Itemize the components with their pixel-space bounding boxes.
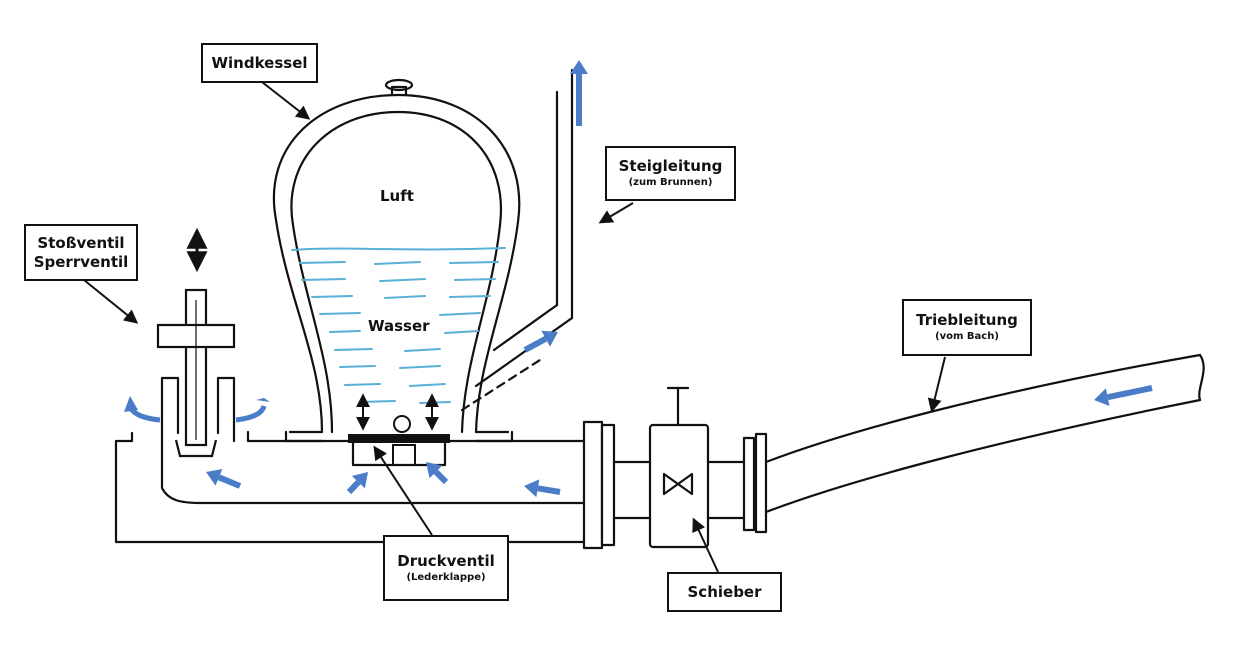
flow-arrow-head: [124, 396, 138, 412]
label-wasser: Wasser: [368, 317, 430, 335]
druckventil-valve: [348, 415, 450, 466]
flow-arrow-head: [570, 60, 588, 74]
label-luft: Luft: [380, 187, 414, 205]
flow-arrow-shaft: [537, 485, 561, 495]
druckventil-label: Druckventil: [397, 551, 495, 570]
windkessel-label: Windkessel: [211, 53, 308, 72]
flow-arrow-shaft: [1107, 385, 1153, 401]
steigleitung-pipe: [460, 68, 574, 412]
flow-arrow-head: [1094, 388, 1110, 406]
stossventil-label: Stoßventil: [37, 233, 125, 252]
steigleitung-sublabel: (zum Brunnen): [628, 177, 713, 188]
label-windkessel: Windkessel: [201, 43, 318, 83]
steigleitung-label: Steigleitung: [618, 157, 723, 175]
windkessel-vessel: [272, 78, 521, 443]
label-druckventil: Druckventil (Lederklappe): [383, 535, 509, 601]
flow-arrow-head: [524, 479, 540, 498]
flow-arrow-head: [206, 469, 223, 486]
flow-arrows: [124, 60, 1153, 498]
water-lines: [291, 247, 506, 404]
label-stossventil: Stoßventil Sperrventil: [24, 224, 138, 281]
label-triebleitung: Triebleitung (vom Bach): [902, 299, 1032, 356]
druckventil-sublabel: (Lederklappe): [406, 571, 486, 583]
main-pipe: [114, 353, 1205, 550]
triebleitung-sublabel: (vom Bach): [935, 331, 999, 342]
flow-arrow-shaft: [346, 480, 361, 495]
sperrventil-label: Sperrventil: [33, 252, 129, 271]
stossventil-valve: [156, 288, 236, 458]
flow-arrow-shaft: [433, 469, 449, 485]
motion-arrows: [186, 227, 439, 431]
flow-arrow-shaft: [523, 336, 548, 353]
label-steigleitung: Steigleitung (zum Brunnen): [605, 146, 736, 201]
schieber-label: Schieber: [687, 582, 762, 601]
flow-arrow-head: [541, 330, 558, 347]
flow-arrow-shaft: [217, 474, 242, 489]
flow-arrow-head: [256, 398, 270, 402]
flow-arrow-head: [426, 462, 443, 479]
pointer-lines: [83, 81, 946, 573]
flow-arrow-head: [351, 472, 368, 489]
flow-arrow-curve: [235, 405, 267, 423]
label-schieber: Schieber: [667, 572, 782, 612]
triebleitung-label: Triebleitung: [916, 311, 1018, 329]
